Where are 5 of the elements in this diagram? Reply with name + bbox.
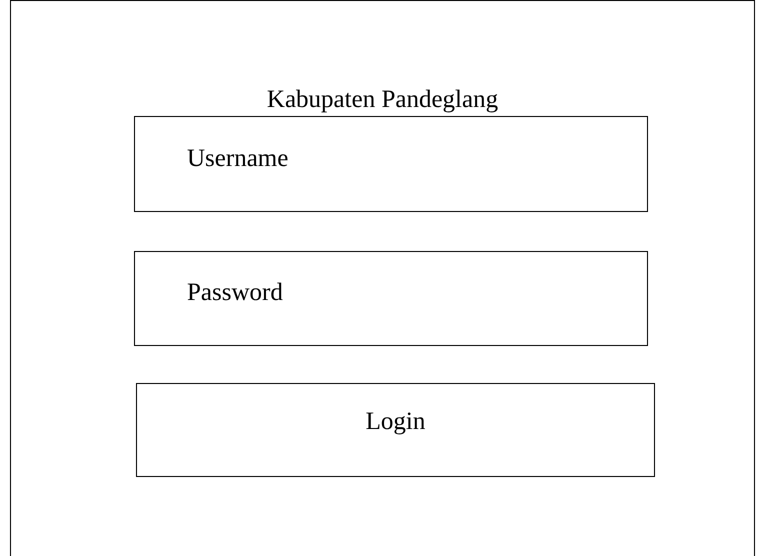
login-button: Login: [136, 383, 655, 477]
page-title: Kabupaten Pandeglang: [266, 85, 500, 115]
login-panel: [10, 0, 755, 556]
username-field: Username: [134, 116, 648, 212]
password-field: Password: [134, 251, 648, 346]
